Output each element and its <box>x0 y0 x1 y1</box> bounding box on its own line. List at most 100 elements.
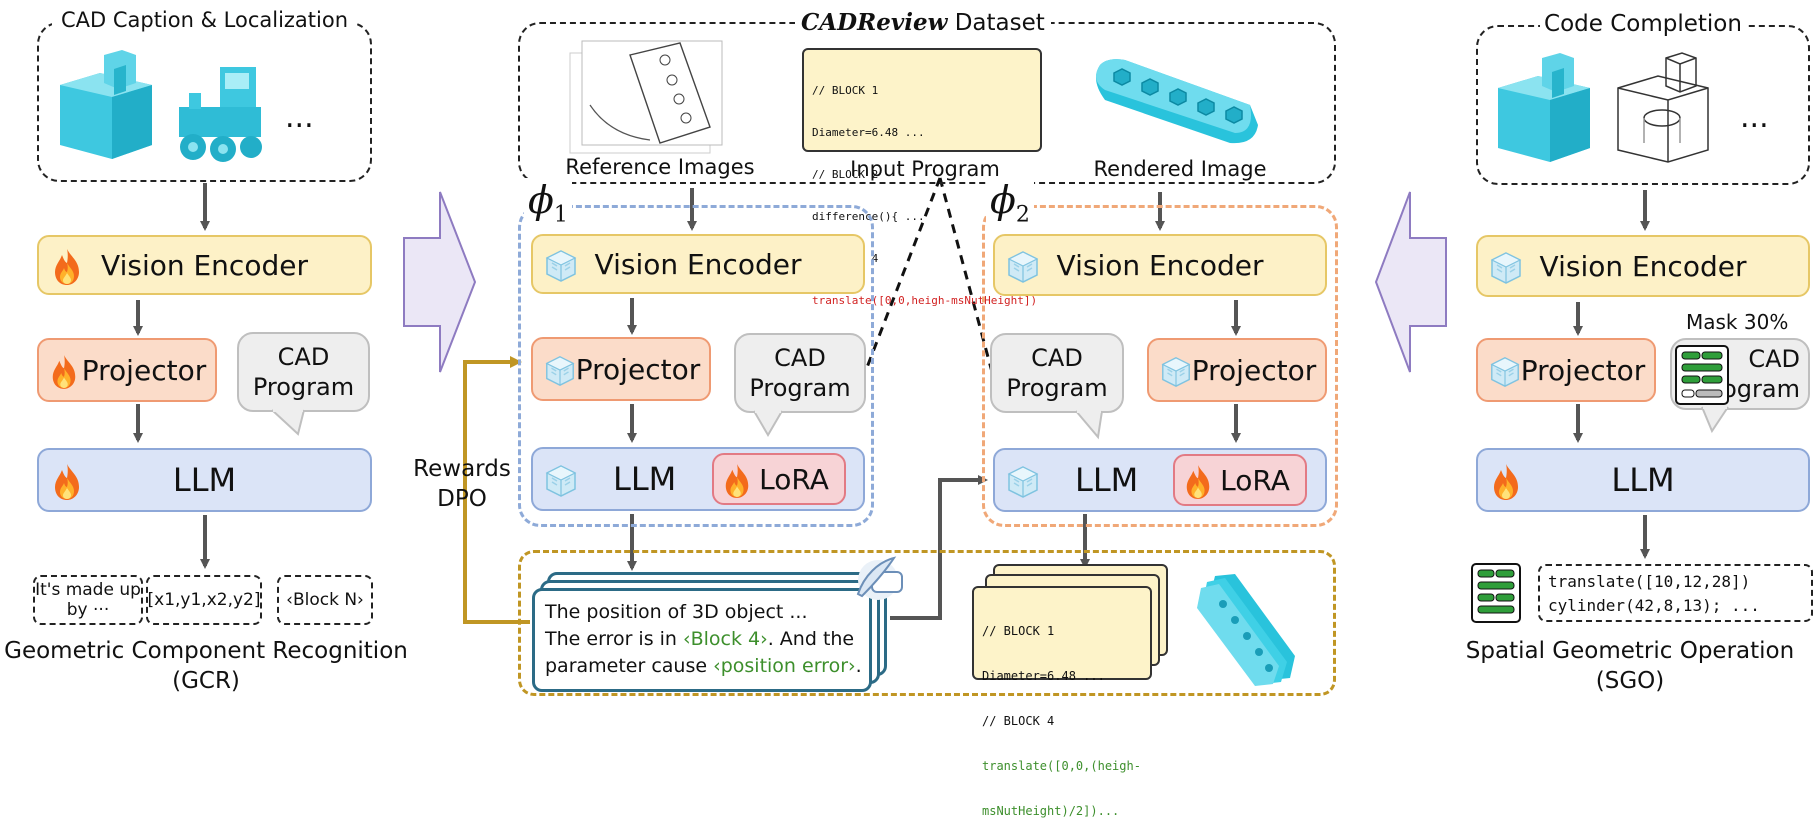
llm-label: LLM <box>172 461 237 499</box>
phi2-model-panel <box>982 205 1338 527</box>
code-line: Diameter=6.48 ... <box>812 126 925 139</box>
frozen-cube-icon <box>1488 250 1524 286</box>
dpo-label: DPO <box>437 486 487 512</box>
reference-images-label: Reference Images <box>565 155 755 179</box>
phi-symbol: ϕ <box>528 178 554 222</box>
review-text-card: The position of 3D object ... The error … <box>532 588 872 692</box>
phi-subscript: 2 <box>1015 202 1030 228</box>
fire-icon <box>722 462 752 500</box>
bubble-line: Program <box>252 373 355 401</box>
bubble-line: CAD <box>1748 345 1800 373</box>
transition-arrow-right <box>403 191 477 373</box>
code-line: // BLOCK 1 <box>812 84 879 97</box>
cad-block-image <box>60 50 152 159</box>
code-line-error: translate([0,0,heigh-msNutHeight]) <box>812 294 1038 307</box>
mask-blocks-icon <box>1471 563 1521 623</box>
lora-label: LoRA <box>759 462 829 496</box>
bubble-tail <box>753 409 783 437</box>
task-name: Spatial Geometric Operation <box>1465 638 1795 664</box>
projector-label: Projector <box>1520 353 1646 387</box>
rendered-image-label: Rendered Image <box>1093 157 1267 181</box>
fire-icon <box>51 462 83 502</box>
panel-title: Code Completion <box>1540 11 1746 37</box>
projector-label: Projector <box>81 353 207 387</box>
task-name: Geometric Component Recognition <box>4 638 408 664</box>
fire-icon <box>49 353 79 391</box>
completed-code-output: translate([10,12,28]) cylinder(42,8,13);… <box>1538 564 1813 622</box>
ellipsis: ... <box>1740 100 1769 135</box>
frozen-cube-icon <box>1005 249 1041 285</box>
dataset-suffix: Dataset <box>947 10 1045 36</box>
phi1-lora-box: LoRA <box>712 453 846 505</box>
phi-subscript: 1 <box>553 202 568 228</box>
code-line: translate([10,12,28]) <box>1548 572 1751 591</box>
bubble-line: Program <box>1006 374 1108 402</box>
mask-blocks-icon <box>1675 345 1729 405</box>
frozen-cube-icon <box>1159 355 1193 389</box>
review-line: The position of 3D object ... <box>545 601 808 623</box>
cad-block-image <box>1498 53 1590 162</box>
phi2-vision-encoder-box: Vision Encoder <box>993 234 1327 296</box>
phi1-cad-program-bubble: CAD Program <box>734 333 866 413</box>
projector-label: Projector <box>575 352 701 386</box>
lora-label: LoRA <box>1220 463 1290 497</box>
review-output-panel <box>518 550 1336 696</box>
reference-images <box>569 40 723 154</box>
bubble-line: CAD <box>774 344 826 372</box>
llm-label: LLM <box>1611 461 1675 499</box>
input-program-label: Input Program <box>850 157 1000 181</box>
bubble-tail <box>1701 405 1729 434</box>
connector-layer <box>133 177 1650 624</box>
rendered-image <box>1096 59 1258 144</box>
phi1-label: ϕ1 <box>524 178 572 238</box>
vision-encoder-box: Vision Encoder <box>37 235 372 295</box>
code-line: // BLOCK 2 <box>812 168 879 181</box>
phi2-cad-program-bubble: CAD Program <box>990 333 1124 413</box>
vision-encoder-label: Vision Encoder <box>1056 248 1264 282</box>
bubble-tail <box>1075 409 1103 440</box>
frozen-cube-icon <box>543 463 579 499</box>
dataset-title: CADReview Dataset <box>795 9 1051 36</box>
dpo-arrow <box>463 356 530 624</box>
code-line-fixed: msNutHeight)/2])... <box>982 804 1120 818</box>
cad-wireframe-image <box>1617 52 1709 163</box>
phi2-lora-box: LoRA <box>1173 454 1307 506</box>
fire-icon <box>51 247 83 287</box>
projector-box: Projector <box>1476 338 1656 402</box>
corrected-render-image <box>1197 574 1295 686</box>
llm-box: LLM <box>37 448 372 512</box>
frozen-cube-icon <box>1488 355 1522 389</box>
frozen-cube-icon <box>543 354 577 388</box>
review-text: . And the <box>767 628 855 650</box>
corrected-code: // BLOCK 1 Diameter=6.48 ... // BLOCK 4 … <box>972 586 1152 818</box>
output-caption: It's made up by ··· <box>33 575 143 625</box>
fire-icon <box>1490 462 1522 502</box>
bubble-tail <box>271 408 305 436</box>
review-text: The error is in <box>545 628 683 650</box>
bubble-line: CAD <box>277 343 330 371</box>
vision-encoder-label: Vision Encoder <box>594 247 802 281</box>
fire-icon <box>1183 463 1213 501</box>
review-line: The error is in ‹Block 4›. And the <box>545 626 859 653</box>
projector-label: Projector <box>1191 353 1317 387</box>
phi1-projector-box: Projector <box>531 337 711 401</box>
code-line: cylinder(42,8,13); ... <box>1548 596 1760 615</box>
task-abbrev: (SGO) <box>1595 668 1665 694</box>
code-line: Diameter=6.48 ... <box>982 669 1105 683</box>
review-text: parameter cause <box>545 655 714 677</box>
cad-train-image <box>179 67 262 162</box>
phi2-projector-box: Projector <box>1147 338 1327 402</box>
output-bbox: [x1,y1,x2,y2] <box>146 575 262 625</box>
transition-arrow-left <box>1374 191 1447 373</box>
vision-encoder-label: Vision Encoder <box>101 248 308 282</box>
projector-box: Projector <box>37 338 217 402</box>
phi2-label: ϕ2 <box>986 178 1034 238</box>
llm-label: LLM <box>1075 461 1139 499</box>
frozen-cube-icon <box>1005 464 1041 500</box>
projection-line <box>864 177 942 371</box>
vision-encoder-box: Vision Encoder <box>1476 235 1810 297</box>
code-line-fixed: translate([0,0,(heigh- <box>982 759 1141 773</box>
ellipsis: ... <box>285 100 314 135</box>
error-tag: ‹position error› <box>713 655 856 677</box>
task-abbrev: (GCR) <box>172 668 240 694</box>
